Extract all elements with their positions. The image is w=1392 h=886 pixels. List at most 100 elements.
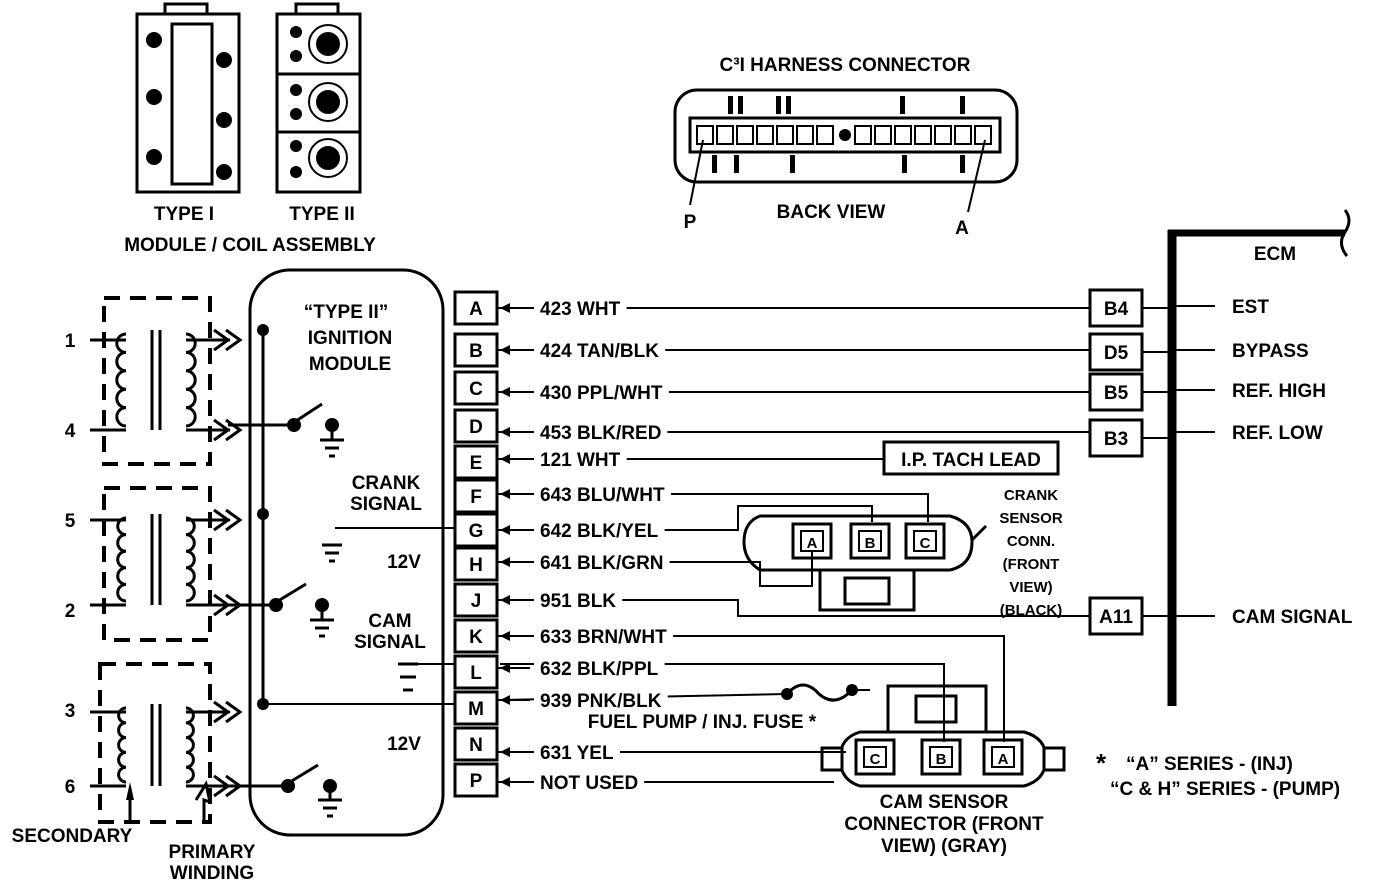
cam-sensor-pin-a	[982, 738, 1024, 776]
coil-pack-3-6	[98, 662, 212, 824]
ecm-pin-label: A11	[1099, 607, 1133, 628]
coil-winding	[117, 706, 127, 784]
cam-sensor-pin-inner	[991, 746, 1015, 768]
wire-label-mask	[534, 423, 668, 444]
module-coil-assembly-label: MODULE / COIL ASSEMBLY	[124, 235, 376, 256]
terminal-f	[453, 478, 499, 514]
ignition-module-title-line2: IGNITION	[308, 328, 392, 349]
harness-pin-cavity	[796, 125, 814, 145]
terminal-arrow	[500, 345, 510, 355]
cam-sensor-pin-label: A	[998, 751, 1009, 768]
harness-pin-cavity	[756, 125, 774, 145]
connector-chevron	[225, 328, 243, 352]
connector-chevron	[213, 700, 231, 724]
coil-terminal-label: 5	[65, 511, 76, 532]
cam-sensor-pin-inner	[929, 746, 953, 768]
crank-sensor-pin-inner	[913, 530, 937, 552]
ecm-signal-label: REF. HIGH	[1232, 381, 1326, 402]
terminal-arrow	[500, 303, 510, 313]
tach-lead-box	[882, 440, 1060, 476]
terminal-e	[453, 444, 499, 480]
cam-sensor-pin-c	[854, 738, 896, 776]
ignition-module-internal-wiring	[228, 324, 458, 818]
crank-sensor-label-line3: CONN.	[1007, 533, 1055, 550]
cam-sensor-label-line1: CAM SENSOR	[880, 792, 1009, 813]
ecm-pin-label: D5	[1104, 343, 1129, 364]
harness-pin-cavity	[854, 125, 872, 145]
cam-signal-label-line1: CAM	[368, 611, 411, 632]
terminal-pin-label: B	[469, 341, 483, 362]
coil-winding	[185, 516, 196, 603]
terminal-b	[453, 332, 499, 368]
coil-pack-5-2	[102, 486, 212, 642]
ecm-pin-label: B4	[1104, 299, 1129, 320]
terminal-d	[453, 408, 499, 444]
terminal-pin-label: K	[469, 627, 483, 648]
primary-winding-label-line1: PRIMARY	[169, 842, 256, 863]
cam-sensor-label-line3: VIEW) (GRAY)	[881, 836, 1007, 857]
cam-signal-label-line2: SIGNAL	[354, 632, 426, 653]
terminal-pin-label: P	[470, 771, 483, 792]
wire-label: 121 WHT	[540, 450, 621, 471]
ecm-pin-label: B3	[1104, 429, 1128, 450]
harness-connector-shape	[673, 88, 1019, 213]
terminal-arrow	[500, 387, 510, 397]
terminal-arrow	[500, 631, 510, 641]
primary-winding-label-line2: WINDING	[170, 863, 254, 884]
crank-sensor-label-line5: VIEW)	[1009, 579, 1052, 596]
ignition-module-title-line1: “TYPE II”	[304, 302, 388, 323]
terminal-pin-label: D	[469, 417, 483, 438]
tach-lead-label: I.P. TACH LEAD	[901, 450, 1041, 471]
coil-terminal-label: 2	[65, 601, 76, 622]
harness-pin-cavity	[716, 125, 734, 145]
terminal-pin-label: J	[471, 591, 482, 612]
wire-label-mask	[534, 743, 620, 764]
ecm-label: ECM	[1254, 244, 1296, 265]
ignition-module-title-line3: MODULE	[309, 354, 391, 375]
coil-terminal-label: 4	[65, 421, 76, 442]
wire-label: 951 BLK	[540, 591, 616, 612]
cam-sensor-pin-label: B	[936, 751, 947, 768]
terminal-arrow	[500, 747, 510, 757]
footnote-line2: “C & H” SERIES - (PUMP)	[1110, 779, 1340, 800]
connector-chevron	[225, 700, 243, 724]
wire-label: 423 WHT	[540, 299, 621, 320]
wire-label-mask	[534, 383, 669, 404]
ecm-bus	[1167, 209, 1351, 706]
terminal-arrow	[500, 777, 510, 787]
wire-label: 939 PNK/BLK	[540, 691, 662, 712]
terminal-n	[453, 726, 499, 762]
coil-terminal-label: 1	[65, 331, 76, 352]
module-coil-type1	[135, 2, 241, 194]
crank-sensor-pin-label: A	[807, 535, 818, 552]
crank-sensor-pin-inner	[800, 530, 824, 552]
wire-label: 633 BRN/WHT	[540, 627, 667, 648]
fuse-label: FUEL PUMP / INJ. FUSE *	[588, 712, 817, 733]
terminal-l	[453, 654, 499, 690]
footnote-star: *	[1096, 748, 1107, 778]
wire-label-mask	[534, 591, 623, 612]
terminal-pin-label: A	[469, 299, 483, 320]
ecm-signal-label: EST	[1232, 297, 1269, 318]
terminal-arrow	[500, 557, 510, 567]
connector-chevron	[213, 418, 231, 442]
cam-sensor-pin-b	[920, 738, 962, 776]
harness-pin-cavity	[934, 125, 952, 145]
terminal-pin-label: C	[469, 379, 483, 400]
coil-pointer-arrows	[126, 780, 213, 822]
type2-label: TYPE II	[289, 204, 354, 225]
terminal-arrow	[500, 427, 510, 437]
terminal-arrow	[500, 695, 510, 705]
wire-label-mask	[534, 450, 627, 471]
harness-pin-cavity	[974, 125, 992, 145]
terminal-arrow	[500, 595, 510, 605]
connector-chevron	[213, 508, 231, 532]
wire-label: NOT USED	[540, 773, 638, 794]
wire-label: 424 TAN/BLK	[540, 341, 659, 362]
connector-chevron	[213, 328, 231, 352]
type1-label: TYPE I	[154, 204, 214, 225]
